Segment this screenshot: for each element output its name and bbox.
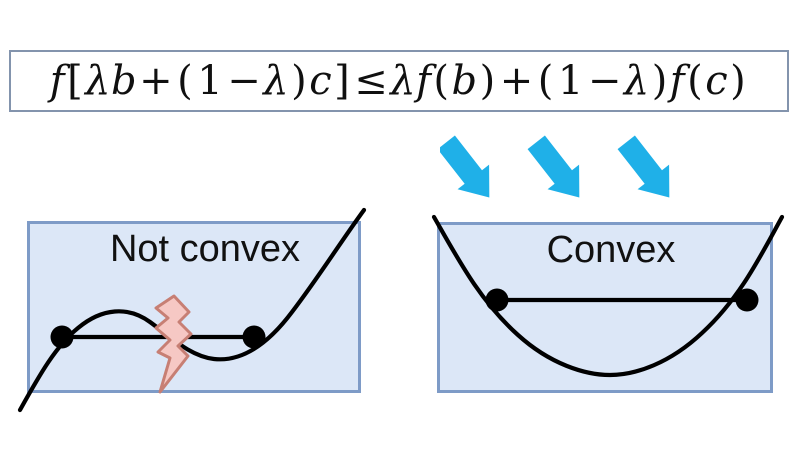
formula-f1: f	[49, 58, 66, 104]
panel-convex: Convex	[431, 214, 785, 393]
formula-plus2: +	[499, 58, 534, 104]
formula-minus2: −	[587, 58, 622, 104]
formula-leq: ≤	[354, 58, 389, 104]
formula-lambda4: λ	[623, 58, 650, 104]
not-convex-curve	[17, 207, 367, 413]
arrows-svg	[430, 130, 686, 210]
arrows-group	[430, 120, 710, 220]
formula-lambda1: λ	[85, 58, 112, 104]
formula-b2: b	[451, 58, 478, 104]
formula-paren-open3: (	[537, 58, 554, 104]
convex-point-c	[735, 288, 759, 312]
formula-f3: f	[669, 58, 686, 104]
formula-paren-open1: (	[177, 58, 194, 104]
arrow-3-icon	[610, 130, 686, 210]
panel-not-convex: Not convex	[17, 207, 367, 413]
formula-paren-close1: )	[291, 58, 308, 104]
formula-paren-close4: )	[730, 58, 747, 104]
formula-one1: 1	[197, 58, 224, 104]
formula-f2: f	[416, 58, 432, 104]
convex-curve	[431, 214, 785, 378]
violation-bolt-icon	[154, 294, 193, 394]
formula-plus1: +	[139, 58, 174, 104]
formula-c2: c	[705, 58, 729, 104]
not-convex-plot	[17, 207, 367, 413]
convex-point-b	[485, 288, 509, 312]
formula-minus1: −	[227, 58, 262, 104]
formula-paren-close3: )	[651, 58, 668, 104]
convexity-formula: f[λb+(1−λ)c]≤λf(b)+(1−λ)f(c)	[50, 61, 748, 101]
formula-paren-close2: )	[479, 58, 496, 104]
formula-lambda3: λ	[390, 58, 417, 104]
formula-one2: 1	[557, 58, 584, 104]
not-convex-point-b	[50, 325, 74, 349]
formula-paren-open4: (	[687, 58, 704, 104]
arrow-1-icon	[430, 130, 506, 210]
arrow-2-icon	[520, 130, 596, 210]
formula-bracket-open: [	[67, 58, 84, 104]
convex-plot	[431, 214, 785, 378]
formula-c1: c	[309, 58, 333, 104]
formula-b1: b	[111, 58, 138, 104]
not-convex-point-c	[242, 325, 266, 349]
formula-box: f[λb+(1−λ)c]≤λf(b)+(1−λ)f(c)	[9, 50, 789, 112]
formula-paren-open2: (	[433, 58, 450, 104]
formula-bracket-close: ]	[334, 58, 351, 104]
formula-lambda2: λ	[263, 58, 290, 104]
